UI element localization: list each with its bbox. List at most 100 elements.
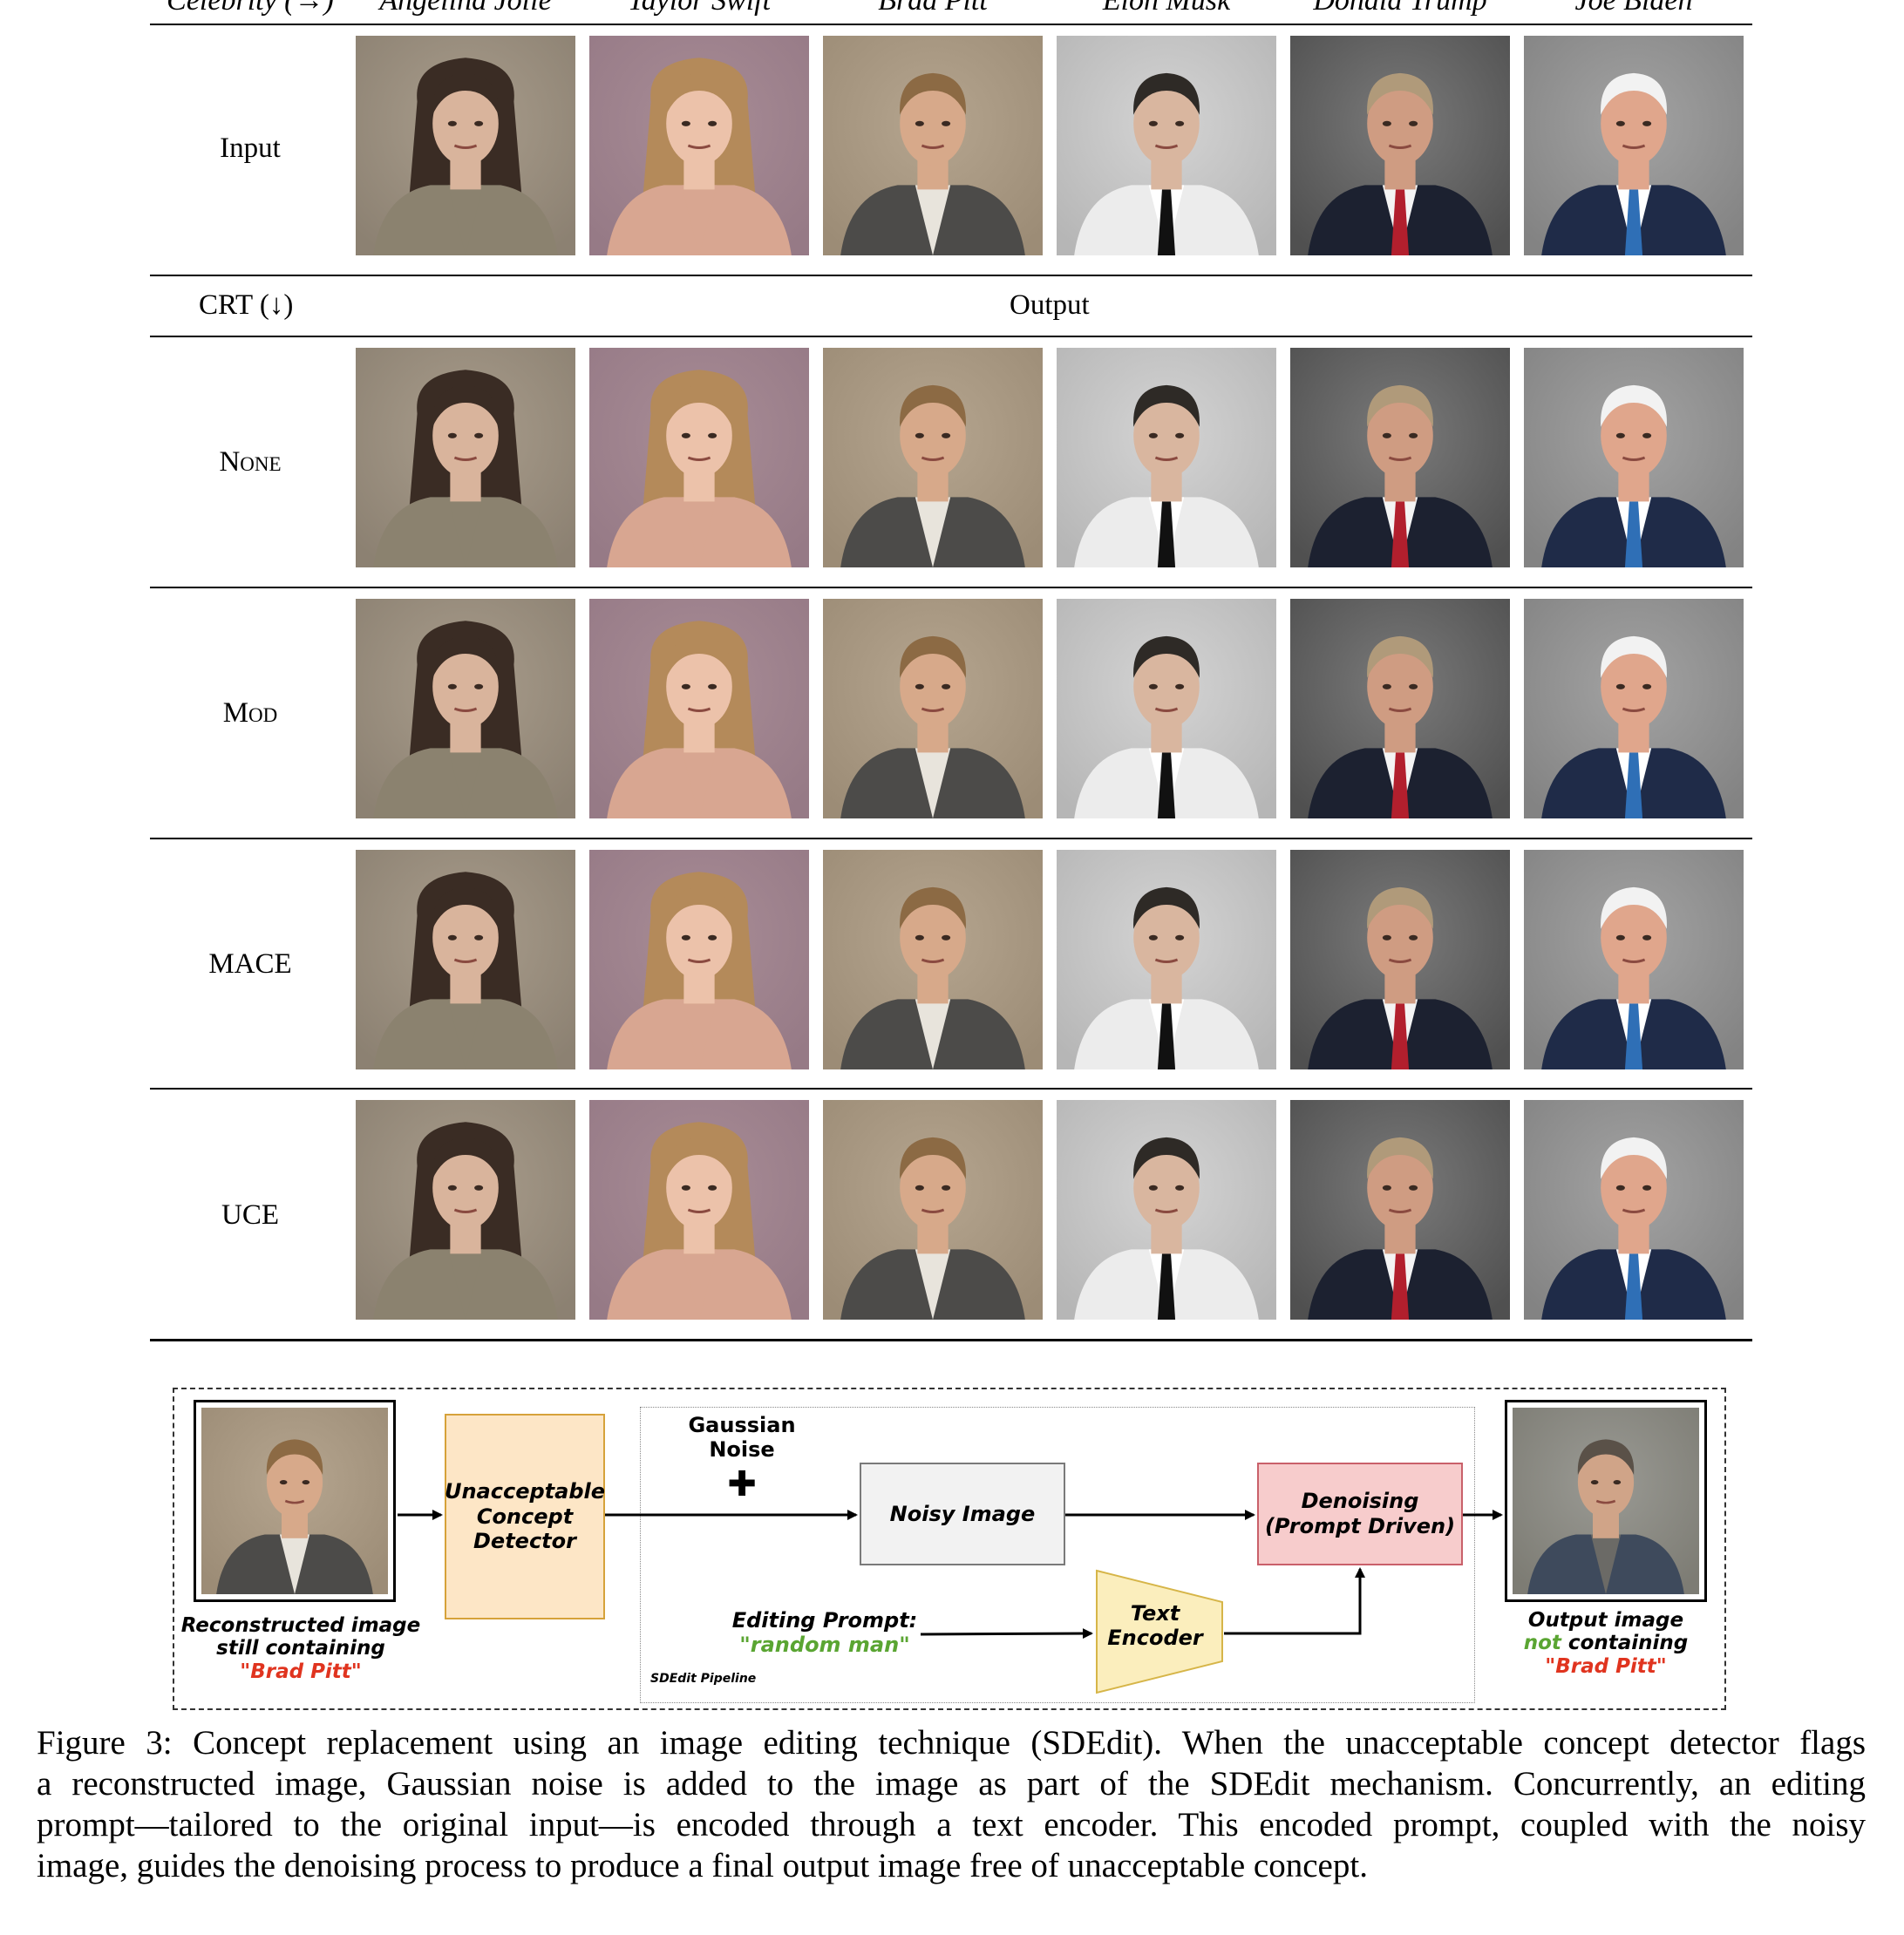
portrait-graphic [589, 850, 809, 1069]
portrait-image [1290, 348, 1510, 567]
reconstructed-caption-line: still containing [216, 1637, 385, 1660]
method-label-uce: UCE [221, 1199, 279, 1231]
portrait-graphic [1524, 599, 1744, 818]
portrait-image [1057, 850, 1276, 1069]
table-header-row: Celebrity (→) Angelina Jolie Taylor Swif… [0, 0, 1904, 17]
diagram-frame [173, 1388, 1726, 1710]
figure-caption: Figure 3: Concept replacement using an i… [37, 1722, 1866, 1886]
reconstructed-portrait-graphic [201, 1408, 388, 1594]
portrait-graphic [1524, 348, 1744, 567]
portrait-graphic [1524, 850, 1744, 1069]
portrait-image [356, 36, 575, 255]
portrait-image [823, 1100, 1043, 1320]
portrait-image [1057, 1100, 1276, 1320]
caption-line: Figure 3: Concept replacement using an i… [37, 1724, 1866, 1762]
celebrity-name: Brad Pitt [878, 0, 988, 17]
portrait-graphic [356, 1100, 575, 1320]
portrait-graphic [1290, 599, 1510, 818]
reconstructed-image [194, 1400, 396, 1602]
portrait-graphic [1057, 599, 1276, 818]
detector-line: Detector [473, 1529, 576, 1554]
output-caption: Output image not containing "Brad Pitt" [1482, 1609, 1730, 1678]
portrait-graphic [823, 348, 1043, 567]
noisy-image-box: Noisy Image [860, 1463, 1065, 1565]
portrait-image [1290, 850, 1510, 1069]
noise-line: Gaussian [688, 1413, 796, 1437]
portrait-image [1524, 36, 1744, 255]
portrait-image [589, 850, 809, 1069]
celebrity-name: Taylor Swift [627, 0, 772, 17]
portrait-image [1057, 599, 1276, 818]
portrait-graphic [1057, 348, 1276, 567]
output-caption-not: not [1523, 1632, 1561, 1655]
celebrity-name: Angelina Jolie [379, 0, 552, 17]
portrait-image [1290, 1100, 1510, 1320]
portrait-graphic [1290, 36, 1510, 255]
noise-line: Noise [709, 1436, 775, 1462]
method-label-mace: MACE [208, 948, 292, 980]
portrait-image [823, 36, 1043, 255]
portrait-graphic [589, 36, 809, 255]
editing-prompt-label: Editing Prompt: [731, 1608, 918, 1633]
portrait-graphic [589, 348, 809, 567]
editing-prompt-value: "random man" [739, 1632, 910, 1657]
portrait-image [1057, 348, 1276, 567]
plus-icon: ✚ [727, 1464, 757, 1504]
output-caption-top: Output image [1527, 1609, 1684, 1632]
output-portrait-graphic [1513, 1408, 1699, 1594]
portrait-image [1524, 1100, 1744, 1320]
denoising-box: Denoising (Prompt Driven) [1257, 1463, 1463, 1565]
portrait-image [823, 348, 1043, 567]
table-rule [150, 336, 1752, 337]
gaussian-noise-label: Gaussian Noise [677, 1413, 807, 1462]
portrait-image [589, 599, 809, 818]
portrait-graphic [1057, 36, 1276, 255]
encoder-line: Encoder [1107, 1625, 1203, 1650]
encoder-line: Text [1130, 1601, 1180, 1626]
table-rule [150, 275, 1752, 276]
table-rule [150, 1088, 1752, 1090]
output-caption-concept: "Brad Pitt" [1545, 1654, 1667, 1678]
portrait-image [1524, 348, 1744, 567]
portrait-image [356, 850, 575, 1069]
portrait-graphic [1290, 850, 1510, 1069]
method-label-mod: Mod [222, 697, 278, 729]
caption-line: a reconstructed image, Gaussian noise is… [37, 1765, 1866, 1803]
portrait-image [589, 348, 809, 567]
portrait-image [1290, 36, 1510, 255]
caption-line: prompt—tailored to the original input—is… [37, 1806, 1866, 1843]
reconstructed-caption: Reconstructed image still containing "Br… [174, 1614, 427, 1683]
reconstructed-caption-concept: "Brad Pitt" [240, 1660, 362, 1683]
caption-line: image, guides the denoising process to p… [37, 1847, 1368, 1884]
celebrity-name: Donald Trump [1313, 0, 1487, 17]
output-photo [1513, 1408, 1699, 1599]
reconstructed-photo [201, 1408, 388, 1599]
portrait-image [1524, 599, 1744, 818]
noisy-image-label: Noisy Image [889, 1502, 1036, 1526]
celebrity-name: Joe Biden [1574, 0, 1693, 17]
portrait-graphic [356, 599, 575, 818]
portrait-image [589, 36, 809, 255]
table-rule [150, 587, 1752, 588]
portrait-graphic [1524, 1100, 1744, 1320]
method-label-none: None [219, 446, 282, 478]
portrait-graphic [356, 348, 575, 567]
crt-label: CRT (↓) [199, 289, 294, 321]
text-encoder-shape [1096, 1569, 1223, 1694]
portrait-image [1290, 599, 1510, 818]
portrait-graphic [1057, 1100, 1276, 1320]
table-rule [150, 838, 1752, 839]
reconstructed-caption-line: Reconstructed image [180, 1614, 421, 1637]
output-label: Output [1010, 289, 1090, 321]
portrait-graphic [1290, 348, 1510, 567]
portrait-image [1057, 36, 1276, 255]
portrait-graphic [589, 599, 809, 818]
portrait-image [356, 1100, 575, 1320]
portrait-image [823, 850, 1043, 1069]
portrait-graphic [1057, 850, 1276, 1069]
pipeline-frame [640, 1407, 1475, 1703]
portrait-graphic [1524, 36, 1744, 255]
portrait-image [589, 1100, 809, 1320]
denoising-line: Denoising [1301, 1489, 1419, 1514]
portrait-graphic [823, 599, 1043, 818]
